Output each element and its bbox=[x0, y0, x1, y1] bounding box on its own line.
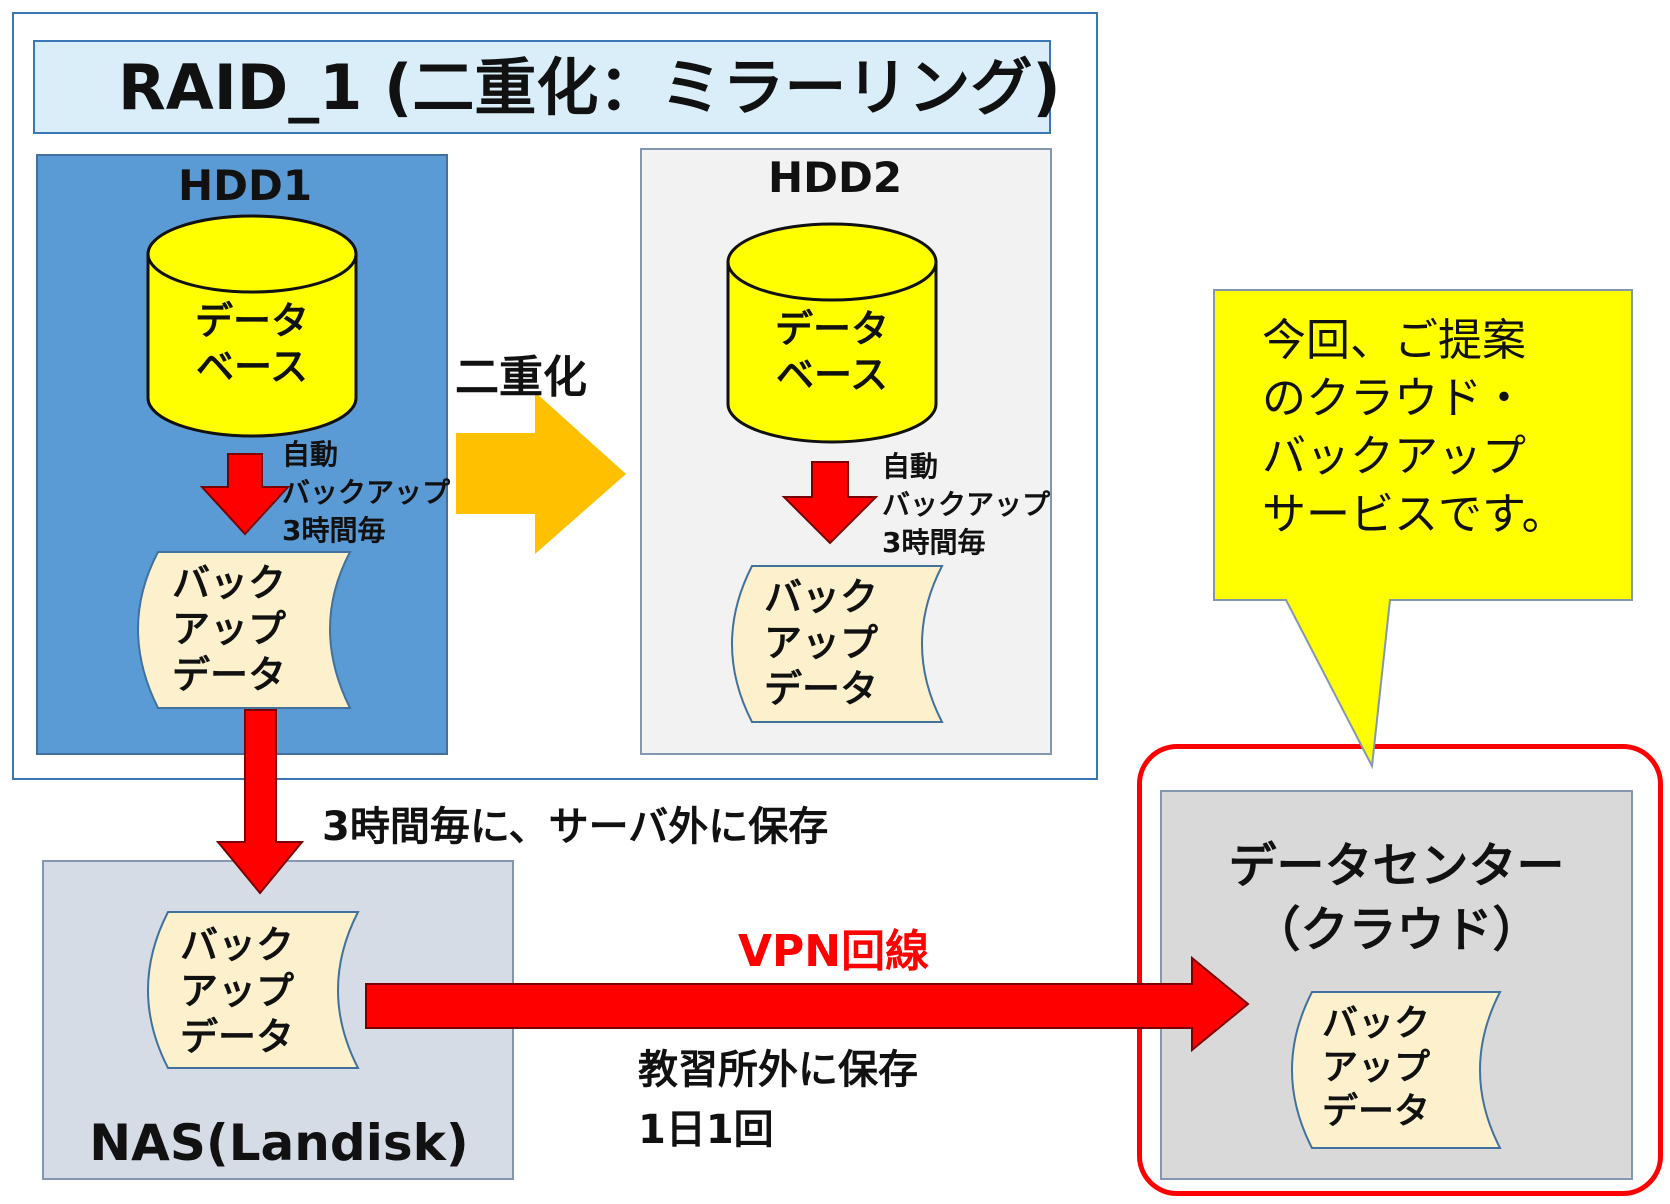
label-line: データ bbox=[1322, 1091, 1431, 1132]
label-line: のクラウド・ bbox=[1262, 373, 1526, 424]
label-line: バック bbox=[180, 923, 295, 967]
hdd1-label: HDD1 bbox=[177, 161, 313, 210]
label-line: サービスです。 bbox=[1262, 489, 1566, 540]
hdd1-backup-doc bbox=[137, 551, 352, 709]
hdd1-database-cylinder bbox=[146, 214, 358, 438]
hdd2-label: HDD2 bbox=[767, 153, 903, 202]
cloud-highlight-frame bbox=[1137, 744, 1663, 1196]
label-line: データ bbox=[764, 667, 879, 711]
label-line: バック bbox=[764, 575, 879, 619]
mirror-arrow bbox=[456, 392, 626, 554]
callout-bubble bbox=[1213, 289, 1633, 770]
hdd1-database-label: データ ベース bbox=[170, 298, 334, 390]
label-line: 1日1回 bbox=[638, 1107, 774, 1153]
hdd1-backup-arrow bbox=[199, 453, 291, 536]
to-nas-arrow bbox=[215, 709, 305, 895]
label-line: バックアップ bbox=[1262, 431, 1526, 482]
hdd2-database-cylinder bbox=[726, 222, 938, 444]
vpn-arrow bbox=[365, 955, 1250, 1053]
label-line: バック bbox=[1322, 1003, 1431, 1044]
raid-title: RAID_1 (二重化：ミラーリング) bbox=[118, 51, 1061, 124]
label-line: バック bbox=[172, 561, 287, 605]
datacenter-backup-doc bbox=[1291, 991, 1502, 1149]
label-line: ベース bbox=[775, 353, 889, 397]
label-line: バックアップ bbox=[282, 476, 451, 509]
hdd2-auto-backup-label: 自動 バックアップ 3時間毎 bbox=[882, 448, 1052, 562]
hdd2-backup-doc bbox=[731, 565, 944, 723]
label-line: 3時間毎 bbox=[282, 514, 386, 547]
mirror-label: 二重化 bbox=[455, 352, 587, 403]
hdd1-backup-doc-label: バック アップ データ bbox=[172, 560, 332, 698]
to-nas-label: 3時間毎に、サーバ外に保存 bbox=[322, 804, 829, 850]
nas-label: NAS(Landisk) bbox=[89, 1114, 469, 1172]
datacenter-title: データセンター （クラウド） bbox=[1160, 834, 1633, 962]
hdd2-backup-doc-label: バック アップ データ bbox=[764, 574, 924, 712]
label-line: データ bbox=[180, 1015, 295, 1059]
hdd2-backup-arrow bbox=[781, 461, 879, 545]
label-line: 3時間毎 bbox=[882, 526, 986, 559]
label-line: データ bbox=[172, 653, 287, 697]
vpn-label: VPN回線 bbox=[738, 926, 930, 977]
label-line: アップ bbox=[1322, 1047, 1431, 1088]
datacenter-backup-doc-label: バック アップ データ bbox=[1322, 1002, 1482, 1134]
datacenter-title-line: （クラウド） bbox=[1252, 902, 1541, 958]
vpn-note: 教習所外に保存 1日1回 bbox=[638, 1040, 918, 1160]
nas-backup-doc-label: バック アップ データ bbox=[180, 922, 340, 1060]
label-line: 今回、ご提案 bbox=[1262, 315, 1526, 366]
label-line: アップ bbox=[180, 969, 295, 1013]
label-line: ベース bbox=[195, 345, 309, 389]
label-line: 自動 bbox=[282, 438, 339, 471]
label-line: アップ bbox=[172, 607, 287, 651]
hdd1-auto-backup-label: 自動 バックアップ 3時間毎 bbox=[282, 436, 452, 550]
label-line: データ bbox=[774, 307, 889, 351]
label-line: 教習所外に保存 bbox=[638, 1047, 918, 1093]
label-line: 自動 bbox=[882, 450, 939, 483]
label-line: バックアップ bbox=[882, 488, 1051, 521]
raid-title-bar bbox=[33, 40, 1051, 134]
label-line: データ bbox=[194, 299, 309, 343]
callout-text: 今回、ご提案 のクラウド・ バックアップ サービスです。 bbox=[1262, 312, 1622, 544]
label-line: アップ bbox=[764, 621, 879, 665]
nas-backup-doc bbox=[147, 911, 360, 1069]
hdd2-database-label: データ ベース bbox=[750, 306, 914, 398]
datacenter-title-line: データセンター bbox=[1228, 838, 1565, 894]
